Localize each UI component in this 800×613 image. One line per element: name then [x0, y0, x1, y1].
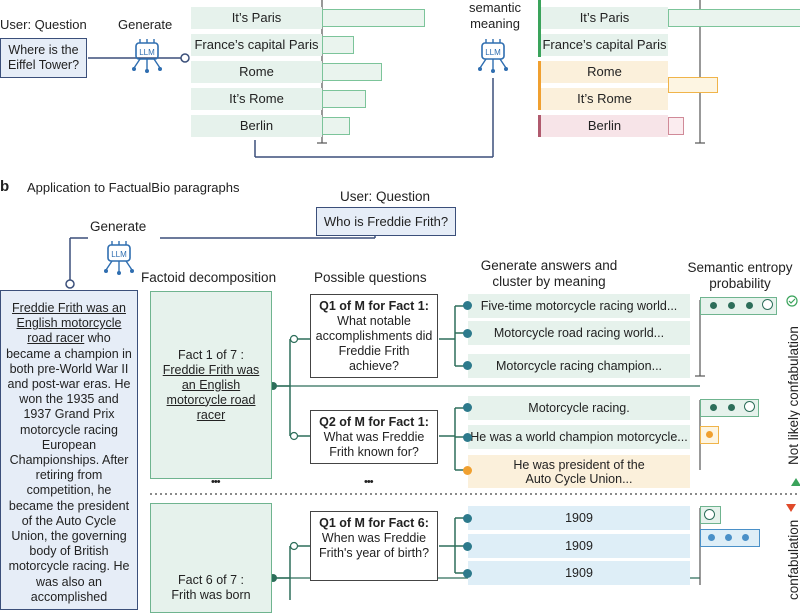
clustered-answer-cell: It’s Rome [541, 88, 668, 110]
cluster-marker-green [538, 0, 541, 57]
user-question-label: User: Question [340, 189, 431, 204]
entropy-bar [700, 426, 719, 444]
question-card-text: When was Freddie Frith's year of birth? [318, 531, 430, 560]
cluster-marker-red [538, 115, 541, 137]
prob-bar [322, 63, 382, 81]
answer-cell: Berlin [191, 115, 322, 137]
answer-dot [463, 329, 472, 338]
answer-cell: Motorcycle road racing world... [468, 321, 690, 345]
semantic-meaning-label: semantic meaning [468, 0, 522, 31]
prob-bar [322, 36, 354, 54]
prob-bar [322, 90, 366, 108]
prob-bar [322, 117, 350, 135]
prob-bar [322, 9, 425, 27]
ellipsis: ••• [364, 476, 374, 488]
generated-paragraph: Freddie Frith was an English motorcycle … [0, 290, 138, 610]
fact-box: Fact 6 of 7 : Frith was born [150, 503, 272, 613]
answer-cell: France’s capital Paris [191, 34, 322, 56]
answer-dot [463, 466, 472, 475]
answer-dot [463, 514, 472, 523]
question-card-text: What notable accomplishments did Freddie… [315, 314, 433, 373]
col-answers-header: Generate answers and cluster by meaning [480, 258, 618, 289]
clustered-answer-cell: Berlin [541, 115, 668, 137]
generate-label: Generate [118, 17, 173, 32]
svg-text:LLM: LLM [485, 48, 501, 57]
clustered-answer-cell: It’s Paris [541, 7, 668, 29]
cluster-prob-bar [668, 117, 684, 135]
answer-cell: Motorcycle racing. [468, 396, 690, 420]
question-card: Q1 of M for Fact 6: When was Freddie Fri… [310, 511, 438, 581]
entropy-bar [700, 506, 721, 524]
entropy-bar [700, 529, 760, 547]
panel-letter: b [0, 178, 10, 195]
question-card-title: Q2 of M for Fact 1: [319, 415, 429, 429]
question-card-text: What was Freddie Frith known for? [323, 430, 425, 459]
side-label-bottom: confabulation [786, 519, 800, 600]
svg-text:LLM: LLM [139, 48, 155, 57]
answer-dot [463, 542, 472, 551]
paragraph-text: who became a champion in both pre-World … [6, 331, 132, 604]
question-card-title: Q1 of M for Fact 1: [319, 299, 429, 313]
col-factoid-header: Factoid decomposition [141, 270, 277, 285]
llm-chip-icon: LLM [128, 38, 166, 79]
fact-box: Fact 1 of 7 : Freddie Frith was an Engli… [150, 291, 272, 479]
fact-prefix: Fact 1 of 7 : [177, 347, 244, 362]
answer-cell: He was a world champion motorcycle... [468, 425, 690, 449]
answer-cell: He was president of the Auto Cycle Union… [468, 455, 690, 488]
question-box: Who is Freddie Frith? [316, 207, 456, 236]
answer-dot [463, 361, 472, 370]
entropy-bar [700, 297, 777, 315]
answer-cell: It’s Paris [191, 7, 322, 29]
answer-dot [463, 569, 472, 578]
answer-cell: 1909 [468, 561, 690, 585]
llm-chip-icon: LLM [474, 38, 512, 79]
connector-lines [65, 0, 800, 600]
side-label-top-wrap: Not likely confabulation [784, 315, 800, 465]
question-card-title: Q1 of M for Fact 6: [319, 516, 429, 530]
clustered-answer-cell: Rome [541, 61, 668, 83]
question-card: Q2 of M for Fact 1: What was Freddie Fri… [310, 410, 438, 464]
answer-cell: Five-time motorcycle racing world... [468, 294, 690, 318]
cluster-prob-bar [668, 9, 800, 27]
svg-text:LLM: LLM [111, 250, 127, 259]
answer-cell: 1909 [468, 506, 690, 530]
side-label-bottom-wrap: confabulation [784, 517, 800, 600]
side-label-top: Not likely confabulation [786, 326, 800, 465]
cluster-prob-bar [668, 77, 718, 93]
llm-chip-icon: LLM [100, 240, 138, 281]
answer-cell: Rome [191, 61, 322, 83]
cluster-marker-orange [538, 61, 541, 110]
question-text: Who is Freddie Frith? [323, 214, 449, 229]
user-question-label: User: Question [0, 17, 87, 32]
entropy-bar [700, 399, 759, 417]
answer-dot [463, 301, 472, 310]
question-card: Q1 of M for Fact 1: What notable accompl… [310, 294, 438, 378]
question-box: Where is the Eiffel Tower? [0, 38, 87, 78]
clustered-answer-cell: France’s capital Paris [541, 34, 668, 56]
fact-text: Freddie Frith was an English motorcycle … [162, 362, 260, 422]
answer-dot [463, 403, 472, 412]
fact-text: Frith was born [171, 588, 251, 602]
question-text: Where is the Eiffel Tower? [7, 43, 80, 72]
answer-cell: 1909 [468, 534, 690, 558]
panel-title: Application to FactualBio paragraphs [27, 180, 240, 195]
answer-dot [463, 433, 472, 442]
answer-cell-top [191, 0, 322, 4]
fact-prefix: Fact 6 of 7 : [177, 573, 244, 587]
col-questions-header: Possible questions [314, 270, 427, 285]
col-entropy-header: Semantic entropy probability [687, 260, 793, 291]
answer-cell: Motorcycle racing champion... [468, 354, 690, 378]
answer-cell: It’s Rome [191, 88, 322, 110]
generate-label: Generate [90, 219, 147, 234]
paragraph-underlined: Freddie Frith was an English motorcycle … [12, 301, 126, 346]
ellipsis: ••• [211, 476, 221, 488]
